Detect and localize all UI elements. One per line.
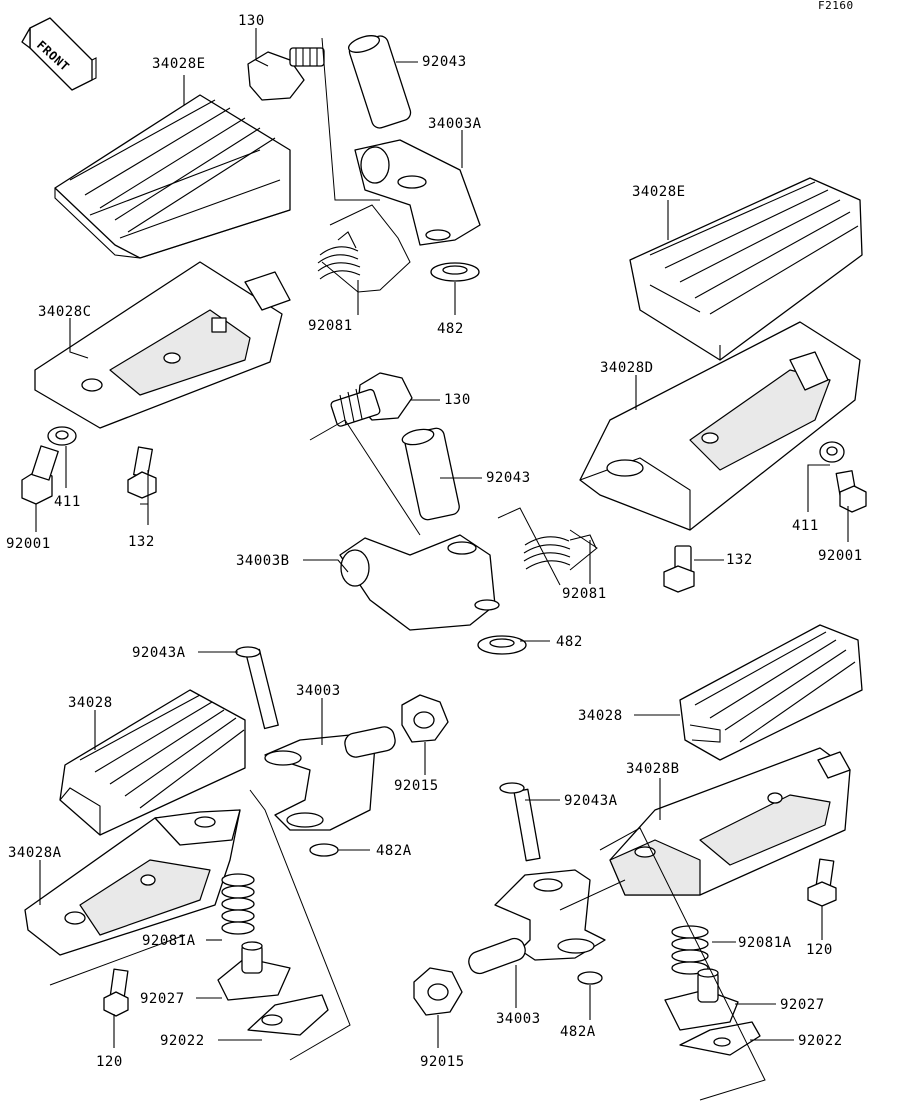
clip-482A-left: [309, 843, 339, 857]
bolt-120-left: [103, 968, 129, 1017]
peg-bracket-34028D: [579, 321, 861, 531]
label-130-mid: 130: [444, 392, 471, 408]
footpeg-rubber-34028-right: [679, 624, 863, 761]
peg-bracket-34028B: [609, 747, 851, 896]
spring-92081A-left: [221, 873, 255, 935]
spring-92081-mid: [523, 534, 597, 570]
label-34003-right: 34003: [496, 1011, 541, 1027]
label-130-top: 130: [238, 13, 265, 29]
bracket-34003-right: [468, 869, 606, 975]
label-34028B: 34028B: [626, 761, 680, 777]
label-411-right: 411: [792, 518, 819, 534]
pin-92043A-right: [499, 782, 541, 862]
bolt-120-right: [807, 858, 837, 907]
footpeg-rubber-34028-left: [59, 689, 246, 836]
bolt-130-top: [247, 47, 325, 101]
label-34028-left: 34028: [68, 695, 113, 711]
peg-bracket-34028A: [24, 809, 241, 956]
leader-lines: [35, 28, 849, 1048]
plate-92027-left: [217, 941, 291, 1001]
pin-92043A-left: [235, 646, 279, 730]
bolt-132-left: [127, 446, 157, 499]
label-482A-left: 482A: [376, 843, 412, 859]
label-92022-left: 92022: [160, 1033, 205, 1049]
label-34003-left: 34003: [296, 683, 341, 699]
label-132-right: 132: [726, 552, 753, 568]
spring-92081A-right: [671, 925, 709, 975]
bolt-92001-right: [835, 470, 867, 513]
label-34003B: 34003B: [236, 553, 290, 569]
bolt-92001-left: [21, 445, 59, 505]
label-92015-left: 92015: [394, 778, 439, 794]
plate-92027-right: [664, 968, 739, 1031]
nut-92015-right: [413, 967, 463, 1016]
clip-482A-right: [577, 971, 603, 985]
label-34028-right: 34028: [578, 708, 623, 724]
spring-92081-top: [317, 231, 361, 280]
label-34028E-left: 34028E: [152, 56, 206, 72]
label-92043A-left: 92043A: [132, 645, 186, 661]
nut-92015-left: [401, 694, 449, 743]
label-482-top: 482: [437, 321, 464, 337]
label-92001-left: 92001: [6, 536, 51, 552]
label-92043-top: 92043: [422, 54, 467, 70]
bolt-132-right: [663, 545, 695, 593]
label-92015-right: 92015: [420, 1054, 465, 1070]
label-92001-right: 92001: [818, 548, 863, 564]
label-92081-top: 92081: [308, 318, 353, 334]
plate-92022-left: [247, 994, 329, 1036]
bracket-34003B: [339, 534, 500, 631]
bracket-34003-left: [264, 726, 396, 831]
assembly-boundary-lines: [49, 37, 766, 1101]
bracket-34003A: [354, 139, 481, 246]
washer-411-right: [819, 441, 845, 463]
clip-482-top: [430, 262, 480, 282]
label-482-mid: 482: [556, 634, 583, 650]
label-411-left: 411: [54, 494, 81, 510]
label-34028C: 34028C: [38, 304, 92, 320]
pin-92043-top: [347, 35, 412, 129]
footpeg-rubber-34028E-left: [54, 94, 291, 259]
label-92027-left: 92027: [140, 991, 185, 1007]
front-arrow-icon: FRONT: [21, 17, 97, 91]
label-34028E-right: 34028E: [632, 184, 686, 200]
label-92081A-left: 92081A: [142, 933, 196, 949]
label-482A-right: 482A: [560, 1024, 596, 1040]
label-92027-right: 92027: [780, 997, 825, 1013]
clip-482-mid: [477, 635, 527, 655]
label-92081A-right: 92081A: [738, 935, 792, 951]
label-92043-mid: 92043: [486, 470, 531, 486]
washer-411-left: [47, 426, 77, 446]
peg-bracket-34028C: [34, 261, 291, 429]
label-34028A: 34028A: [8, 845, 62, 861]
bolt-130-mid: [330, 372, 413, 427]
label-120-left: 120: [96, 1054, 123, 1070]
label-132-left: 132: [128, 534, 155, 550]
label-92081-mid: 92081: [562, 586, 607, 602]
label-92022-right: 92022: [798, 1033, 843, 1049]
label-34003A: 34003A: [428, 116, 482, 132]
footpeg-rubber-34028E-right: [629, 177, 863, 361]
label-34028D: 34028D: [600, 360, 654, 376]
figure-code: F2160: [818, 0, 854, 12]
pin-92043-mid: [401, 427, 460, 521]
label-92043A-right: 92043A: [564, 793, 618, 809]
label-120-right: 120: [806, 942, 833, 958]
